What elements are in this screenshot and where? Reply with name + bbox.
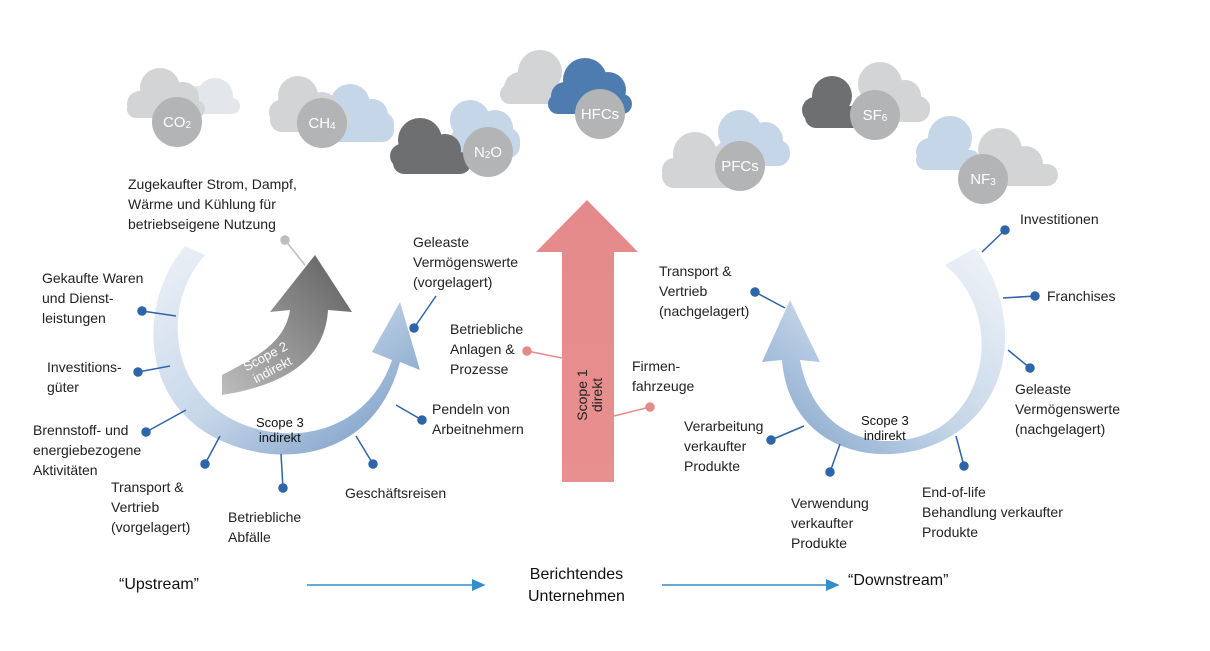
label-anlagen: Betriebliche Anlagen & Prozesse bbox=[450, 321, 524, 377]
label-verarbeitung: Verarbeitung verkaufter Produkte bbox=[684, 418, 764, 474]
label-transport-up: Transport & Vertrieb (vorgelagert) bbox=[111, 479, 191, 535]
scope3-upstream-label: Scope 3 indirekt bbox=[256, 415, 304, 445]
flow-company-label: Berichtendes Unternehmen bbox=[528, 566, 625, 605]
label-investitionen: Investitionen bbox=[1020, 211, 1099, 227]
scope3-downstream-label: Scope 3 indirekt bbox=[861, 413, 909, 443]
scope2-arrow bbox=[222, 255, 352, 395]
pin-investitionen bbox=[981, 225, 1010, 253]
pin-endoflife bbox=[955, 435, 969, 471]
label-franchises: Franchises bbox=[1047, 288, 1116, 304]
pin-verarbeitung bbox=[766, 425, 805, 445]
label-geleaste-up: Geleaste Vermögenswerte (vorgelagert) bbox=[413, 234, 519, 290]
scope1-label: Scope 1 direkt bbox=[574, 369, 605, 421]
label-waren: Gekaufte Waren und Dienst- leistungen bbox=[42, 270, 144, 326]
label-abfaelle: Betriebliche Abfälle bbox=[228, 509, 302, 545]
pin-franchises bbox=[1002, 291, 1040, 301]
gas-pfcs: PFCs bbox=[715, 141, 765, 191]
label-geschaeftsreisen: Geschäftsreisen bbox=[345, 485, 447, 501]
label-pendeln: Pendeln von Arbeitnehmern bbox=[432, 401, 524, 437]
label-transport-down: Transport & Vertrieb (nachgelagert) bbox=[659, 263, 750, 319]
pin-waren bbox=[137, 306, 177, 317]
pin-geschaeftsreisen bbox=[355, 435, 378, 469]
label-investitionsgueter: Investitions- güter bbox=[47, 359, 122, 395]
pin-brennstoff bbox=[141, 409, 187, 437]
gas-hfcs: HFCs bbox=[575, 89, 625, 139]
label-verwendung: Verwendung verkaufter Produkte bbox=[791, 495, 869, 551]
label-strom: Zugekaufter Strom, Dampf, Wärme und Kühl… bbox=[128, 176, 297, 232]
pin-pendeln bbox=[395, 404, 427, 425]
label-endoflife: End-of-life Behandlung verkaufter Produk… bbox=[922, 484, 1063, 540]
pin-transport-down bbox=[750, 287, 786, 309]
pin-geleaste-down bbox=[1007, 349, 1035, 373]
pin-geleaste-up bbox=[409, 295, 437, 333]
pin-abfaelle bbox=[278, 453, 288, 493]
flow-downstream-label: “Downstream” bbox=[848, 572, 949, 589]
downstream-scope3-arc bbox=[762, 248, 1006, 455]
pin-verwendung bbox=[825, 443, 841, 477]
label-fahrzeuge: Firmen- fahrzeuge bbox=[632, 358, 695, 394]
pin-strom bbox=[280, 235, 306, 266]
upstream-scope3-arc bbox=[153, 246, 420, 455]
pin-fahrzeuge bbox=[613, 402, 655, 417]
pin-investitionsgueter bbox=[133, 365, 171, 377]
flow-upstream-label: “Upstream” bbox=[119, 576, 200, 593]
pin-anlagen bbox=[522, 346, 563, 359]
scope1-arrow bbox=[536, 200, 638, 482]
label-brennstoff: Brennstoff- und energiebezogene Aktivitä… bbox=[33, 422, 142, 478]
label-geleaste-down: Geleaste Vermögenswerte (nachgelagert) bbox=[1015, 381, 1121, 437]
pin-transport-up bbox=[200, 435, 221, 469]
